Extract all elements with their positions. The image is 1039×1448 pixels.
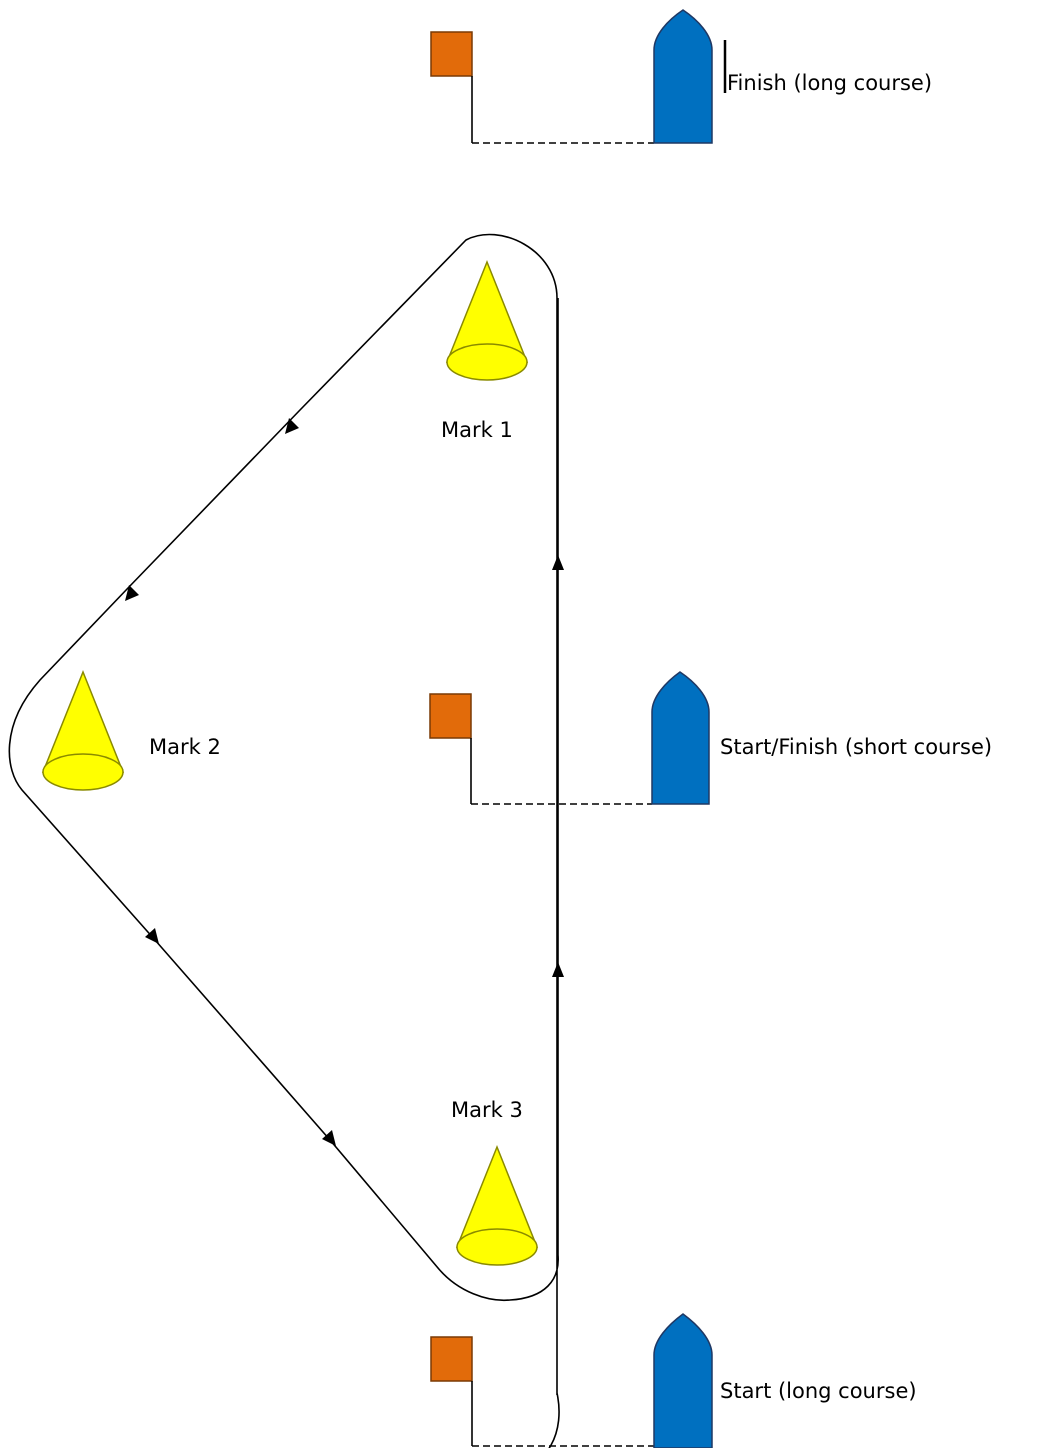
mark-2 — [41, 669, 125, 791]
cone-base-icon — [446, 343, 528, 381]
mark-2-label: Mark 2 — [149, 735, 221, 759]
orange-flag-icon — [430, 1336, 473, 1382]
arrow-down-left-icon — [125, 585, 139, 601]
start-long-label: Start (long course) — [720, 1379, 917, 1403]
start-long-line — [430, 1313, 713, 1448]
committee-boat-icon — [653, 9, 713, 144]
cone-base-icon — [456, 1228, 538, 1266]
mark-1 — [445, 259, 529, 381]
course-arrows — [125, 418, 564, 1146]
finish-long-line — [430, 9, 727, 144]
committee-boat-icon — [653, 1313, 713, 1448]
course-path — [8, 233, 560, 1448]
arrow-down-right-icon — [322, 1130, 336, 1146]
arrow-down-left-icon — [285, 418, 299, 434]
cone-base-icon — [42, 753, 124, 791]
arrow-up-icon — [552, 555, 564, 570]
finish-long-label: Finish (long course) — [727, 71, 932, 95]
mark-3-label: Mark 3 — [451, 1098, 523, 1122]
arrow-up-icon — [552, 962, 564, 977]
start-finish-short-line — [429, 671, 710, 805]
mark-1-label: Mark 1 — [441, 418, 513, 442]
start-finish-short-label: Start/Finish (short course) — [720, 735, 992, 759]
orange-flag-icon — [429, 693, 472, 739]
committee-boat-icon — [651, 671, 710, 805]
orange-flag-icon — [430, 31, 473, 77]
arrow-down-right-icon — [145, 928, 159, 944]
mark-3 — [455, 1144, 539, 1266]
